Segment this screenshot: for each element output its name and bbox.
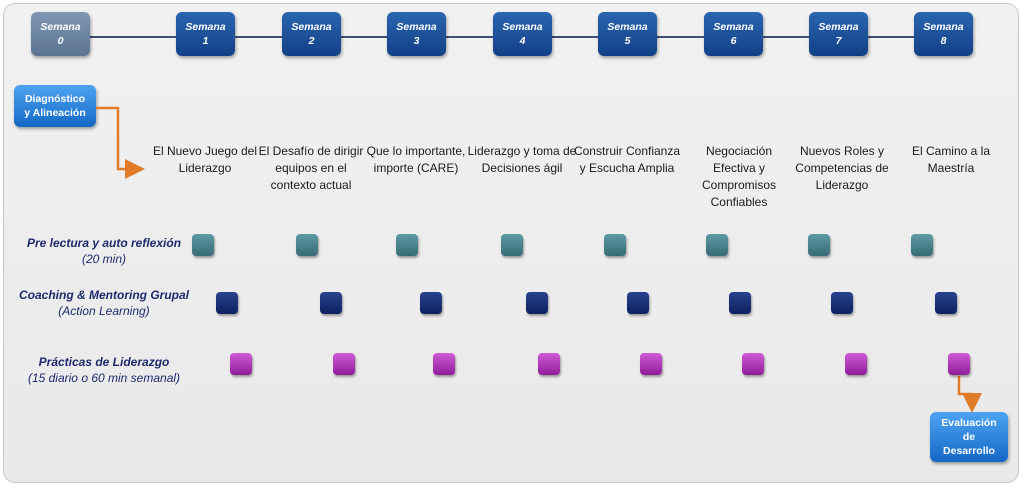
practicas-marker-week-1 — [230, 353, 252, 375]
prelectura-marker-week-7 — [808, 234, 830, 256]
week-label: Semana — [396, 21, 437, 33]
diagnostico-arrow — [96, 106, 145, 179]
week-6-box: Semana 6 — [704, 12, 763, 56]
prelectura-marker-week-8 — [911, 234, 933, 256]
prelectura-marker-week-6 — [706, 234, 728, 256]
practicas-marker-week-7 — [845, 353, 867, 375]
week-label: Semana — [607, 21, 648, 33]
week-label: Semana — [291, 21, 332, 33]
row-label-coaching: Coaching & Mentoring Grupal (Action Lear… — [14, 287, 194, 319]
practicas-marker-week-3 — [433, 353, 455, 375]
week-number: 3 — [413, 35, 420, 47]
coaching-marker-week-8 — [935, 292, 957, 314]
practicas-marker-week-4 — [538, 353, 560, 375]
week-5-box: Semana 5 — [598, 12, 657, 56]
practicas-marker-week-5 — [640, 353, 662, 375]
week-number: 0 — [57, 35, 64, 47]
week-label: Semana — [818, 21, 859, 33]
diagnostico-line2: y Alineación — [24, 107, 86, 119]
week-2-box: Semana 2 — [282, 12, 341, 56]
evaluacion-line3: Desarrollo — [943, 445, 995, 457]
week-label: Semana — [502, 21, 543, 33]
row-title: Prácticas de Liderazgo — [38, 355, 170, 369]
row-subtitle: (20 min) — [81, 252, 126, 266]
topic-week-4: Liderazgo y toma de Decisiones ágil — [467, 144, 577, 175]
coaching-marker-week-5 — [627, 292, 649, 314]
topic-week-8: El Camino a la Maestría — [911, 144, 991, 175]
prelectura-marker-week-3 — [396, 234, 418, 256]
evaluacion-box: Evaluación de Desarrollo — [930, 412, 1008, 462]
row-title: Pre lectura y auto reflexión — [26, 236, 182, 250]
week-number: 4 — [519, 35, 526, 47]
row-subtitle: (Action Learning) — [58, 304, 150, 318]
topic-week-5: Construir Confianza y Escucha Amplia — [573, 144, 681, 175]
practicas-marker-week-2 — [333, 353, 355, 375]
coaching-marker-week-7 — [831, 292, 853, 314]
row-subtitle: (15 diario o 60 min semanal) — [27, 371, 181, 385]
prelectura-marker-week-4 — [501, 234, 523, 256]
evaluacion-line1: Evaluación — [941, 417, 997, 429]
topic-week-6: Negociación Efectiva y Compromisos Confi… — [701, 144, 776, 209]
coaching-marker-week-4 — [526, 292, 548, 314]
week-8-box: Semana 8 — [914, 12, 973, 56]
week-0-box: Semana 0 — [31, 12, 90, 56]
week-number: 1 — [202, 35, 209, 47]
row-label-practicas: Prácticas de Liderazgo (15 diario o 60 m… — [14, 354, 194, 386]
coaching-marker-week-3 — [420, 292, 442, 314]
topic-week-3: Que lo importante, importe (CARE) — [366, 144, 466, 175]
week-number: 2 — [308, 35, 315, 47]
week-label: Semana — [40, 21, 81, 33]
topic-week-2: El Desafío de dirigir equipos en el cont… — [258, 144, 364, 192]
week-1-box: Semana 1 — [176, 12, 235, 56]
diagnostico-line1: Diagnóstico — [24, 93, 86, 105]
row-title: Coaching & Mentoring Grupal — [19, 288, 189, 302]
topic-week-1: El Nuevo Juego del Liderazgo — [152, 144, 258, 175]
week-label: Semana — [713, 21, 754, 33]
week-number: 7 — [835, 35, 842, 47]
row-label-prelectura: Pre lectura y auto reflexión (20 min) — [14, 235, 194, 267]
week-3-box: Semana 3 — [387, 12, 446, 56]
week-label: Semana — [923, 21, 964, 33]
prelectura-marker-week-5 — [604, 234, 626, 256]
week-label: Semana — [185, 21, 226, 33]
coaching-marker-week-2 — [320, 292, 342, 314]
topic-week-7: Nuevos Roles y Competencias de Liderazgo — [795, 144, 889, 192]
week-4-box: Semana 4 — [493, 12, 552, 56]
week-number: 8 — [940, 35, 947, 47]
week-number: 6 — [730, 35, 737, 47]
week-number: 5 — [624, 35, 631, 47]
practicas-marker-week-6 — [742, 353, 764, 375]
coaching-marker-week-6 — [729, 292, 751, 314]
evaluacion-line2: de — [962, 431, 976, 443]
coaching-marker-week-1 — [216, 292, 238, 314]
prelectura-marker-week-2 — [296, 234, 318, 256]
week-7-box: Semana 7 — [809, 12, 868, 56]
practicas-marker-week-8 — [948, 353, 970, 375]
evaluacion-arrow — [957, 376, 982, 413]
diagnostico-box: Diagnóstico y Alineación — [14, 85, 96, 127]
prelectura-marker-week-1 — [192, 234, 214, 256]
